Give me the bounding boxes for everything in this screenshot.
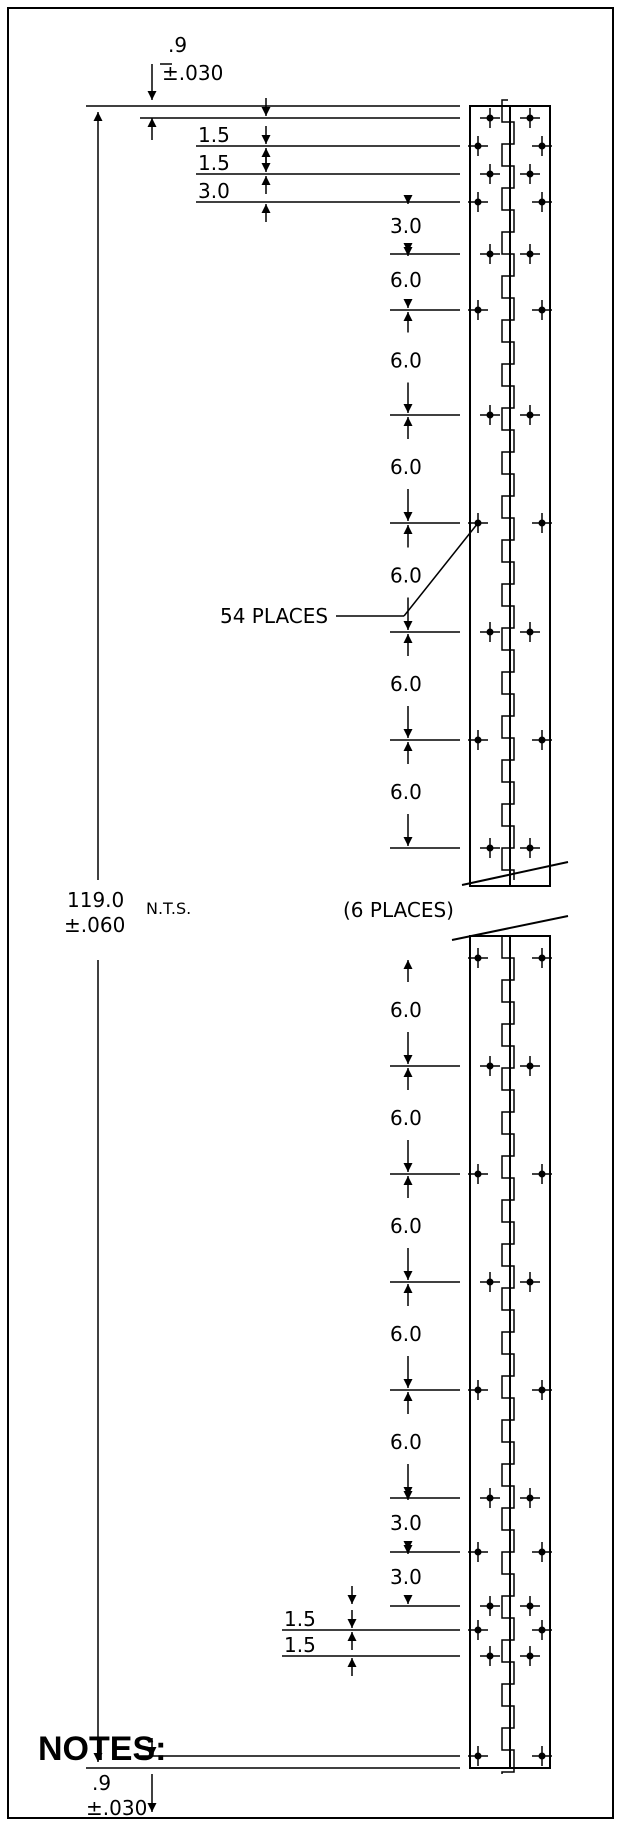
spacing-label: 1.5 <box>284 1633 316 1657</box>
hole-marker <box>468 730 488 750</box>
hole-leader <box>336 522 479 617</box>
knuckle-segment <box>501 99 515 880</box>
hole-marker <box>480 405 500 425</box>
hole-marker <box>480 1272 500 1292</box>
hole-marker <box>532 948 552 968</box>
hole-marker <box>532 1542 552 1562</box>
overall-length-tolerance: ±.060 <box>64 913 125 937</box>
spacing-label: 6.0 <box>390 564 422 588</box>
hinge-knuckle <box>501 99 515 1774</box>
hole-marker <box>532 513 552 533</box>
overall-length-value: 119.0 <box>67 888 124 912</box>
hole-marker <box>480 1596 500 1616</box>
hole-marker <box>520 108 540 128</box>
hole-marker <box>532 1164 552 1184</box>
hole-marker <box>480 838 500 858</box>
hole-marker <box>532 192 552 212</box>
spacing-label: 6.0 <box>390 672 422 696</box>
hole-marker <box>532 1620 552 1640</box>
hole-marker <box>520 244 540 264</box>
hinge-right-leaf-lower <box>509 935 551 1769</box>
spacing-label: 6.0 <box>390 1322 422 1346</box>
hole-markers <box>468 108 552 1766</box>
spacing-label: 6.0 <box>390 998 422 1022</box>
hole-marker <box>520 1488 540 1508</box>
notes-title: NOTES: <box>38 1730 167 1768</box>
sheet-border <box>7 7 614 1819</box>
hole-marker <box>468 300 488 320</box>
break-line-upper <box>461 861 569 886</box>
hole-count-callout: 54 PLACES <box>220 604 328 628</box>
hole-marker <box>520 405 540 425</box>
hole-marker <box>520 838 540 858</box>
hole-marker <box>532 1380 552 1400</box>
spacing-dimensions <box>196 98 460 1676</box>
spacing-label: 6.0 <box>390 1214 422 1238</box>
hole-marker <box>480 108 500 128</box>
spacing-label: 1.5 <box>198 151 230 175</box>
hole-marker <box>480 1488 500 1508</box>
hole-marker <box>480 164 500 184</box>
break-line-lower <box>451 915 569 941</box>
repeat-callout: (6 PLACES) <box>343 898 454 922</box>
hole-marker <box>468 1164 488 1184</box>
hole-marker <box>532 300 552 320</box>
spacing-label: 6.0 <box>390 349 422 373</box>
spacing-label: 6.0 <box>390 455 422 479</box>
hole-marker <box>468 1542 488 1562</box>
spacing-label: 3.0 <box>390 214 422 238</box>
spacing-label: 6.0 <box>390 780 422 804</box>
spacing-label: 3.0 <box>390 1565 422 1589</box>
top-offset-tolerance: ±.030 <box>162 61 223 85</box>
hole-marker <box>480 244 500 264</box>
hinge-right-leaf-upper <box>509 105 551 887</box>
knuckle-segment <box>501 935 515 1774</box>
spacing-label: 3.0 <box>390 1511 422 1535</box>
spacing-label: 6.0 <box>390 1106 422 1130</box>
hole-marker <box>480 1646 500 1666</box>
hole-marker <box>468 1380 488 1400</box>
top-offset-value: .9 <box>168 33 187 57</box>
spacing-label: 6.0 <box>390 268 422 292</box>
overall-dimension <box>86 105 460 1769</box>
hole-marker <box>480 622 500 642</box>
scale-note: N.T.S. <box>146 899 191 918</box>
hole-marker <box>520 164 540 184</box>
hole-marker <box>520 1596 540 1616</box>
top-offset-dimension <box>140 63 460 140</box>
hole-marker <box>532 1746 552 1766</box>
hole-marker <box>520 1272 540 1292</box>
spacing-label: 3.0 <box>198 179 230 203</box>
hole-marker <box>468 1746 488 1766</box>
spacing-label: 1.5 <box>198 123 230 147</box>
hole-marker <box>520 622 540 642</box>
hole-marker <box>480 1056 500 1076</box>
hole-marker <box>520 1646 540 1666</box>
hole-marker <box>468 136 488 156</box>
hinge-body <box>451 105 569 1769</box>
spacing-label: 6.0 <box>390 1430 422 1454</box>
hole-marker <box>468 1620 488 1640</box>
hole-marker <box>532 136 552 156</box>
hole-marker <box>520 1056 540 1076</box>
spacing-label: 1.5 <box>284 1607 316 1631</box>
hole-marker <box>468 948 488 968</box>
hole-marker <box>468 192 488 212</box>
bottom-offset-value: .9 <box>92 1771 111 1795</box>
bottom-offset-tolerance: ±.030 <box>86 1796 147 1820</box>
bottom-offset-dimension <box>140 1738 460 1812</box>
hole-marker <box>532 730 552 750</box>
